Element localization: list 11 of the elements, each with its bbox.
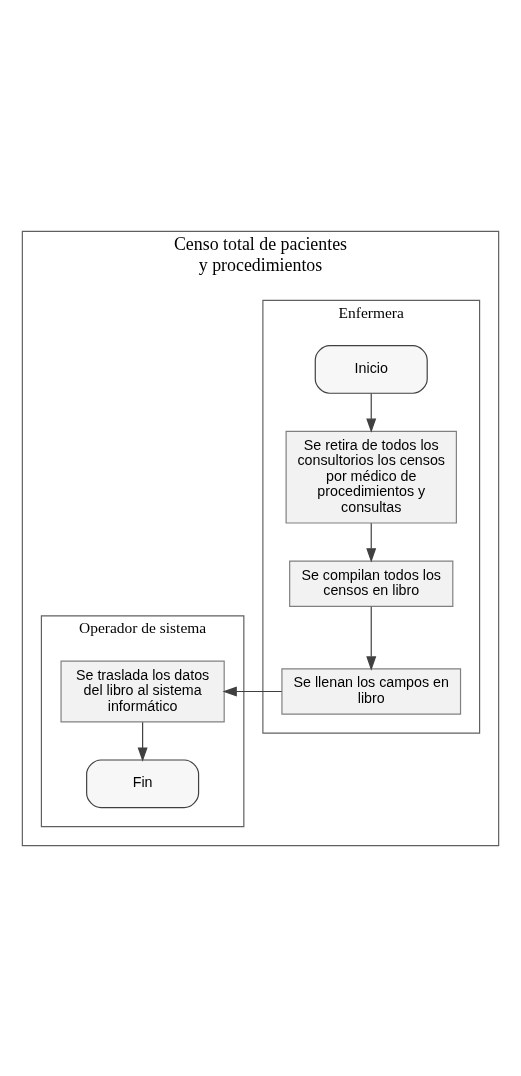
node-box: Se llenan los campos en libro xyxy=(281,667,462,715)
node-box: Se retira de todos los consultorios los censos por médico de procedimientos y consultas xyxy=(285,430,457,524)
arrow xyxy=(222,686,283,696)
arrow xyxy=(366,605,377,671)
node-box: Inicio xyxy=(314,344,428,394)
node-box: Se traslada los datos del libro al sistema informático xyxy=(60,660,225,722)
arrow xyxy=(137,721,148,762)
node-box: Se compilan todos los censos en libro xyxy=(289,560,454,607)
node-box: Fin xyxy=(86,758,200,808)
arrow xyxy=(366,392,377,433)
arrow xyxy=(366,522,377,563)
